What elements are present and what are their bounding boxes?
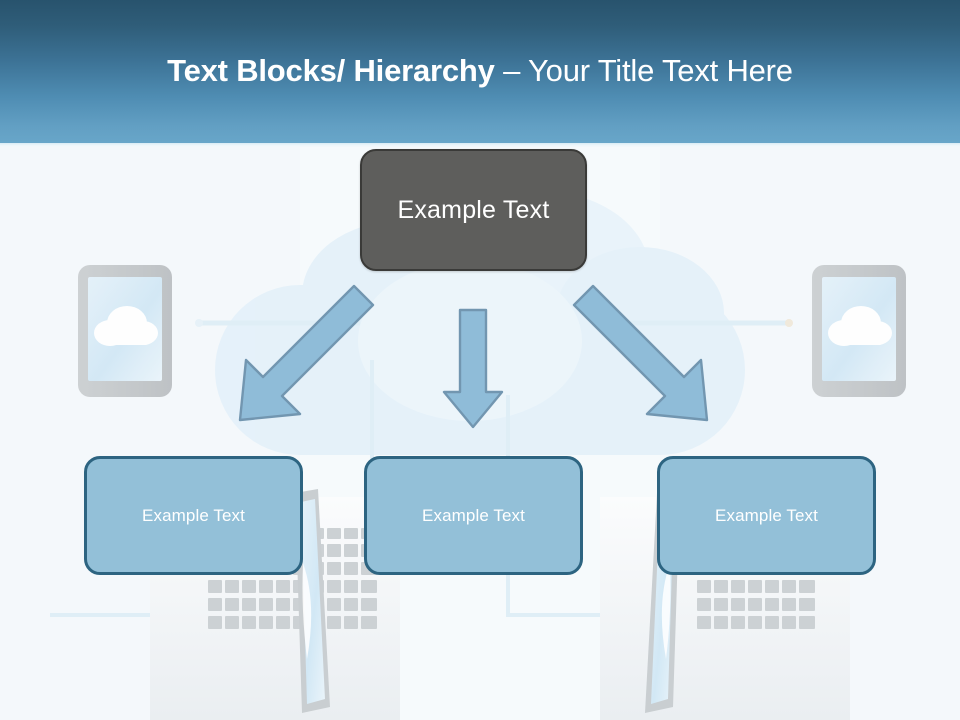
tablet-device-left (78, 265, 172, 397)
child-node-2-label: Example Text (422, 505, 525, 525)
page-title: Text Blocks/ Hierarchy – Your Title Text… (0, 50, 960, 92)
arrow-left (238, 284, 375, 422)
child-node-2[interactable]: Example Text (364, 456, 583, 575)
tablet-device-right (812, 265, 906, 397)
arrow-right (572, 284, 709, 422)
page-title-bold: Text Blocks/ Hierarchy (167, 53, 495, 88)
page-title-separator: – (494, 53, 529, 88)
title-banner (0, 0, 960, 143)
cloud-icon (828, 306, 892, 346)
cloud-icon (94, 306, 158, 346)
top-node[interactable]: Example Text (360, 149, 587, 271)
child-node-3-label: Example Text (715, 505, 818, 525)
child-node-3[interactable]: Example Text (657, 456, 876, 575)
page-title-light: Your Title Text Here (528, 53, 793, 88)
arrow-center (442, 308, 504, 429)
child-node-1-label: Example Text (142, 505, 245, 525)
child-node-1[interactable]: Example Text (84, 456, 303, 575)
top-node-label: Example Text (397, 195, 550, 224)
banner-edge-highlight (0, 143, 960, 147)
